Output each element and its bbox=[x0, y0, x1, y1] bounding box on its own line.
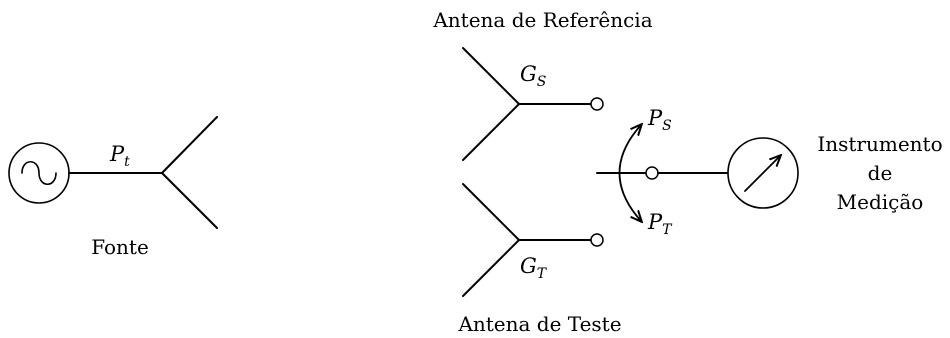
source-power-label: Pt bbox=[109, 142, 130, 170]
test-antenna-label: Antena de Teste bbox=[457, 312, 621, 336]
test-antenna-upper-arm bbox=[462, 183, 520, 241]
source-label: Fonte bbox=[91, 235, 149, 259]
test-gain-label: GT bbox=[520, 254, 548, 282]
switch-ps-label: PS bbox=[647, 106, 672, 134]
reference-antenna-lower-arm bbox=[462, 103, 520, 161]
reference-antenna-label: Antena de Referência bbox=[432, 8, 652, 32]
switch-selector-arc-icon bbox=[618, 125, 642, 221]
reference-antenna-port bbox=[590, 97, 604, 111]
instrument-label-line1: Instrumento bbox=[817, 132, 942, 156]
instrument-label-line2: de bbox=[868, 161, 893, 185]
meter-needle-icon bbox=[744, 156, 780, 192]
test-antenna-port bbox=[590, 233, 604, 247]
sine-wave-icon bbox=[21, 160, 57, 186]
reference-antenna-upper-arm bbox=[462, 47, 520, 105]
source-group: Pt Fonte bbox=[8, 116, 218, 259]
switch-pt-label: PT bbox=[647, 210, 673, 238]
reference-gain-label: GS bbox=[520, 62, 546, 90]
source-antenna-upper-arm bbox=[161, 116, 218, 174]
switch-group: PS PT bbox=[596, 106, 729, 238]
instrument-label-line3: Medição bbox=[837, 190, 924, 214]
test-antenna-group: GT Antena de Teste bbox=[457, 183, 622, 336]
reference-antenna-group: Antena de Referência GS bbox=[432, 8, 653, 161]
source-antenna-lower-arm bbox=[161, 172, 218, 229]
test-antenna-lower-arm bbox=[462, 239, 520, 297]
switch-pivot bbox=[645, 166, 659, 180]
instrument-group: Instrumento de Medição bbox=[727, 132, 943, 214]
